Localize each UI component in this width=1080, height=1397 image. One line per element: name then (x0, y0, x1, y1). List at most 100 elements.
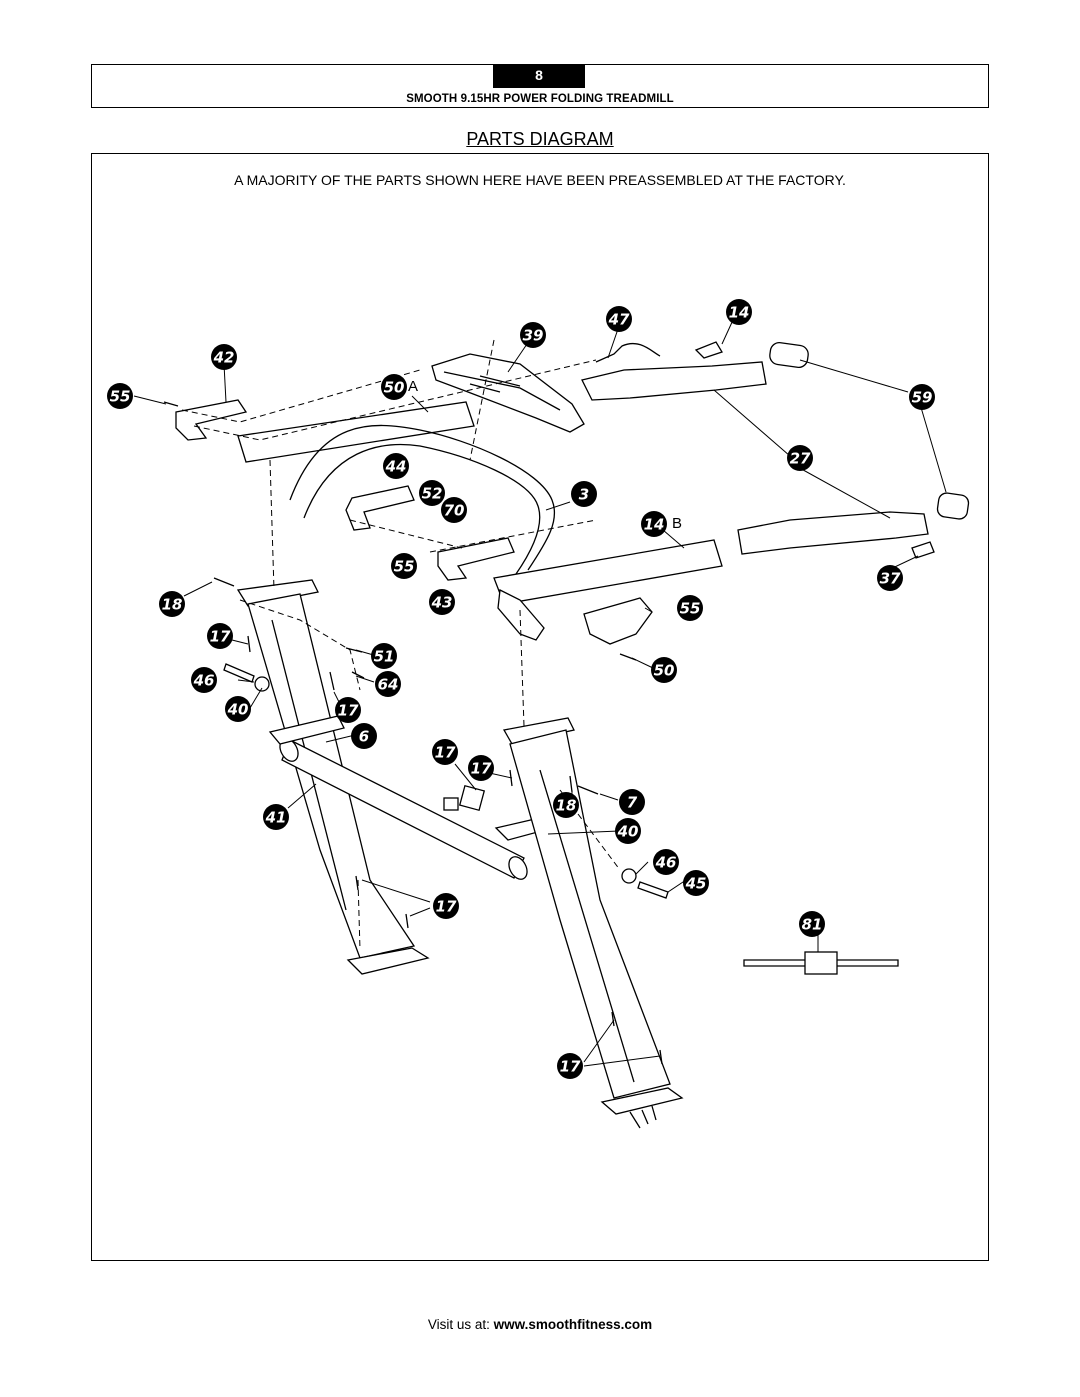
callout-17: 17 (207, 623, 233, 649)
callout-64: 64 (375, 671, 401, 697)
svg-text:50: 50 (384, 379, 405, 397)
svg-text:55: 55 (110, 388, 131, 406)
footer-prefix: Visit us at: (427, 1317, 494, 1332)
page-number: 8 (493, 64, 585, 88)
washer-left (254, 676, 270, 692)
svg-text:81: 81 (802, 916, 823, 934)
callout-3: 3 (571, 481, 597, 507)
right-upright (509, 729, 671, 1099)
washer-right (621, 868, 637, 884)
svg-text:40: 40 (617, 823, 639, 841)
left-upper-bracket (175, 399, 248, 441)
svg-text:40: 40 (227, 701, 249, 719)
wire-harness (595, 342, 661, 363)
svg-text:17: 17 (435, 744, 456, 762)
svg-text:14: 14 (729, 304, 750, 322)
callout-70: 70 (441, 497, 467, 523)
svg-text:17: 17 (338, 702, 359, 720)
callout-6: 6 (351, 723, 377, 749)
svg-text:3: 3 (579, 486, 589, 504)
callout-55: 55 (677, 595, 703, 621)
callout-18: 18 (553, 792, 579, 818)
callout-14: 14 (726, 299, 752, 325)
callout-44: 44 (383, 453, 409, 479)
diagram-frame (91, 153, 989, 1261)
callout-39: 39 (520, 322, 546, 348)
callout-46: 46 (191, 667, 217, 693)
svg-text:55: 55 (680, 600, 701, 618)
stop-piece (458, 784, 486, 812)
callout-suffix: B (672, 515, 682, 532)
callout-18: 18 (159, 591, 185, 617)
console-part (431, 353, 585, 433)
left-upright-bracket (236, 579, 319, 607)
svg-text:17: 17 (210, 628, 231, 646)
svg-text:59: 59 (912, 389, 933, 407)
svg-text:6: 6 (359, 728, 369, 746)
svg-text:64: 64 (378, 676, 399, 694)
handrail-loop (289, 424, 556, 571)
grip-end (497, 589, 545, 641)
section-title: PARTS DIAGRAM (466, 129, 614, 149)
callout-17: 17 (468, 755, 494, 781)
callout-37: 37 (877, 565, 903, 591)
svg-text:44: 44 (385, 458, 407, 476)
endcap-part (583, 597, 653, 645)
svg-text:37: 37 (880, 570, 901, 588)
right-foot-plate (600, 1087, 684, 1115)
callout-47: 47 (606, 306, 632, 332)
svg-text:39: 39 (523, 327, 544, 345)
callout-81: 81 (799, 911, 825, 937)
svg-text:46: 46 (193, 672, 215, 690)
svg-text:51: 51 (374, 648, 395, 666)
callout-suffix: A (408, 378, 418, 395)
callout-17: 17 (335, 697, 361, 723)
svg-text:7: 7 (627, 794, 638, 812)
cap-upper (769, 341, 809, 369)
website-link[interactable]: www.smoothfitness.com (493, 1317, 653, 1332)
plate-6 (268, 715, 345, 745)
callout-55: 55 (391, 553, 417, 579)
bolt-left (223, 663, 255, 683)
svg-text:45: 45 (685, 875, 707, 893)
lower-bracket (437, 537, 515, 581)
svg-text:17: 17 (560, 1058, 581, 1076)
plug-lower (911, 541, 935, 559)
lower-crosstube-b (493, 539, 723, 605)
preassembled-note: A MAJORITY OF THE PARTS SHOWN HERE HAVE … (234, 172, 846, 188)
footer: Visit us at: www.smoothfitness.com (0, 1317, 1080, 1332)
callout-17: 17 (432, 739, 458, 765)
right-arm-lower (737, 511, 929, 555)
svg-text:43: 43 (431, 594, 453, 612)
svg-text:52: 52 (422, 485, 443, 503)
svg-text:55: 55 (394, 558, 415, 576)
svg-text:17: 17 (471, 760, 492, 778)
svg-text:50: 50 (654, 662, 675, 680)
mid-bracket (345, 485, 415, 531)
callout-46: 46 (653, 849, 679, 875)
svg-text:27: 27 (790, 450, 811, 468)
callout-51: 51 (371, 643, 397, 669)
svg-text:18: 18 (162, 596, 183, 614)
plug-upper (694, 341, 723, 359)
part-81-block (804, 951, 838, 975)
callout-40: 40 (225, 696, 251, 722)
callout-41: 41 (263, 804, 289, 830)
callout-52: 52 (419, 480, 445, 506)
left-foot-plate (346, 947, 430, 975)
callout-45: 45 (683, 870, 709, 896)
upper-crosstube-a (237, 401, 475, 463)
callout-7: 7 (619, 789, 645, 815)
right-arm-upper (581, 361, 767, 401)
callout-17: 17 (433, 893, 459, 919)
svg-text:70: 70 (444, 502, 465, 520)
svg-text:18: 18 (556, 797, 577, 815)
callout-50: 50 (651, 657, 677, 683)
callout-59: 59 (909, 384, 935, 410)
svg-text:17: 17 (436, 898, 457, 916)
right-upright-bracket (502, 717, 575, 745)
